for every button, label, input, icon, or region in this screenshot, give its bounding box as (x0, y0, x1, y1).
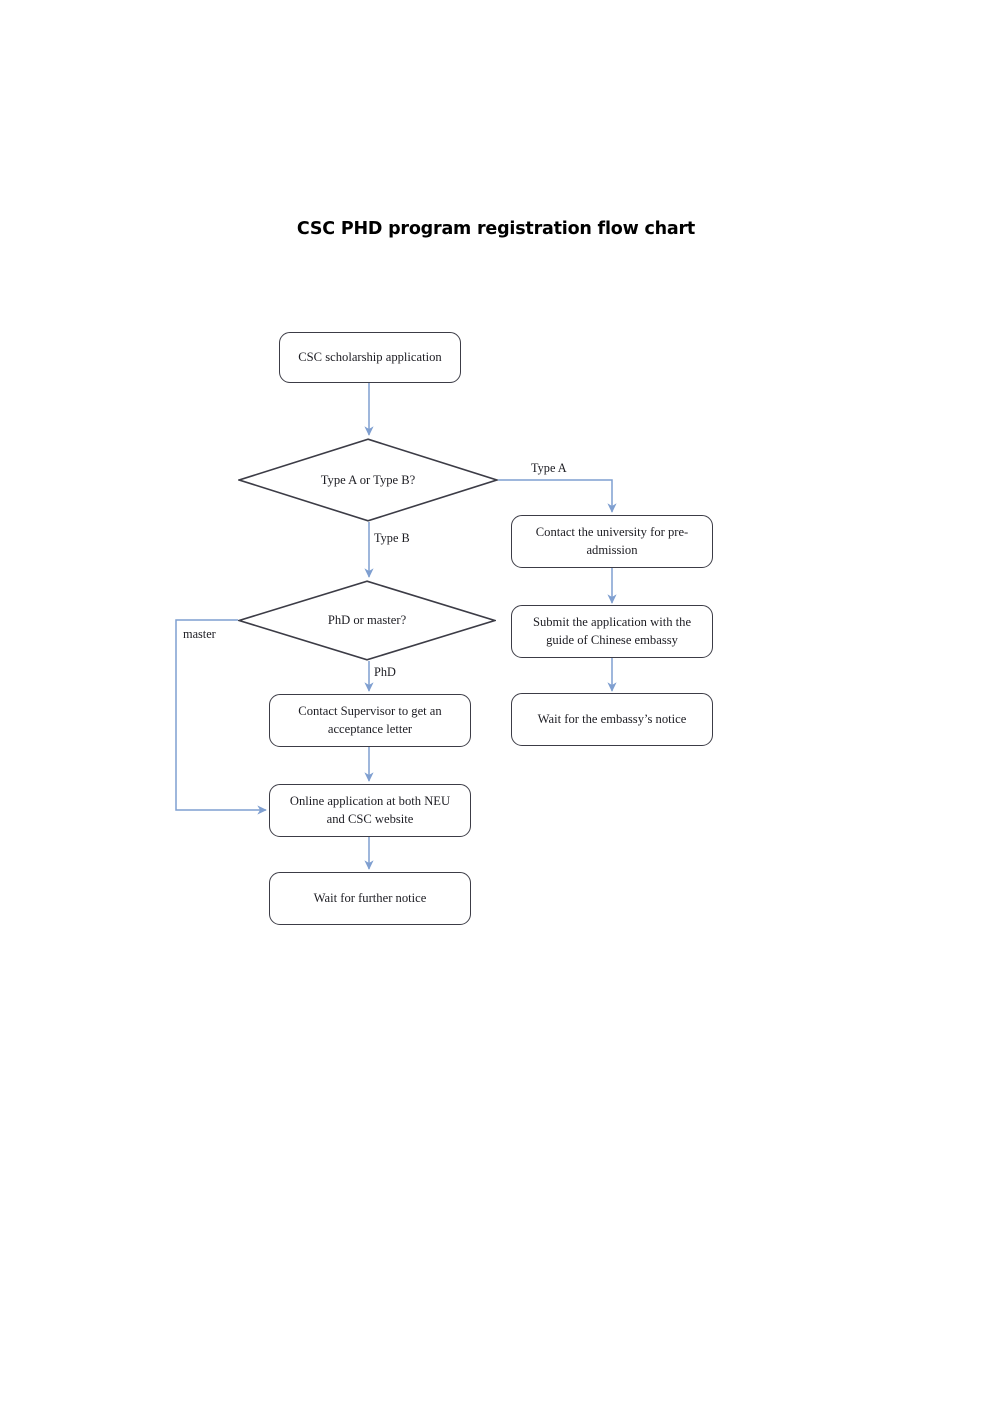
node-label: CSC scholarship application (298, 349, 442, 364)
node-label-line1: Contact the university for pre- (535, 524, 689, 539)
node-online-application-neu-csc[interactable]: Online application at both NEU and CSC w… (269, 784, 471, 837)
node-label: Wait for further notice (313, 890, 427, 905)
node-csc-scholarship-application[interactable]: CSC scholarship application (279, 332, 461, 383)
diamond-shape (238, 580, 496, 661)
node-label: Contact the university for pre- admissio… (536, 524, 688, 560)
node-contact-supervisor-acceptance-letter[interactable]: Contact Supervisor to get an acceptance … (269, 694, 471, 747)
node-label-line1: Submit the application with the (532, 614, 692, 629)
node-label-line1: Online application at both NEU (289, 793, 451, 808)
node-label: Submit the application with the guide of… (533, 614, 691, 650)
node-phd-or-master-decision[interactable]: PhD or master? (238, 580, 496, 661)
diamond-shape (238, 438, 498, 522)
node-label: Type A or Type B? (320, 472, 416, 487)
edge-label-type-a: Type A (531, 461, 567, 475)
node-label: PhD or master? (327, 613, 407, 627)
edge-label-master: master (183, 627, 216, 641)
node-label: Wait for the embassy’s notice (537, 711, 687, 726)
node-label: Online application at both NEU and CSC w… (290, 793, 450, 829)
node-contact-university-pre-admission[interactable]: Contact the university for pre- admissio… (511, 515, 713, 568)
edge-label-type-b: Type B (374, 531, 410, 545)
page-title: CSC PHD program registration flow chart (296, 219, 696, 239)
edge-type-a (498, 479, 617, 513)
node-wait-embassy-notice[interactable]: Wait for the embassy’s notice (511, 693, 713, 746)
node-label-line2: acceptance letter (327, 721, 413, 736)
node-submit-application-chinese-embassy[interactable]: Submit the application with the guide of… (511, 605, 713, 658)
node-label-line1: Contact Supervisor to get an (298, 703, 442, 718)
node-label-line2: guide of Chinese embassy (546, 632, 678, 647)
edge-label-phd: PhD (374, 665, 396, 679)
node-label: Contact Supervisor to get an acceptance … (298, 703, 441, 739)
node-label-line2: and CSC website (326, 811, 414, 826)
node-label-line2: admission (586, 542, 638, 557)
node-wait-further-notice[interactable]: Wait for further notice (269, 872, 471, 925)
node-type-a-or-type-b-decision[interactable]: Type A or Type B? (238, 438, 498, 522)
